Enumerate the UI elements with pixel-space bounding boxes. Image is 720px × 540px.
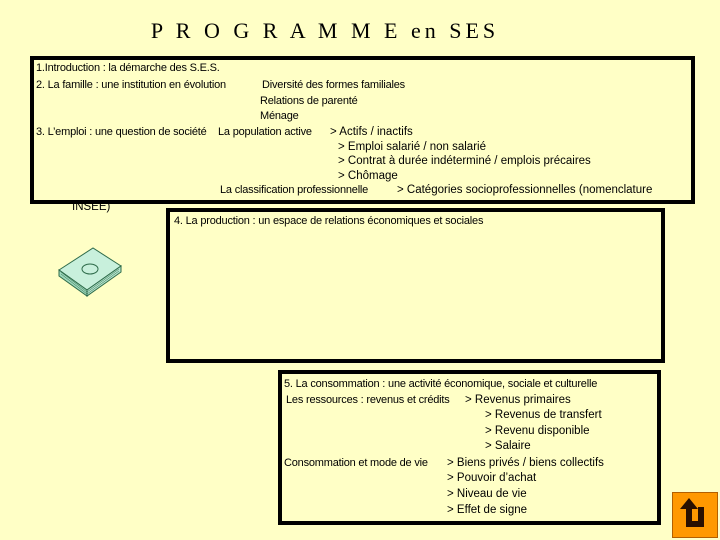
section-1-title: 1.Introduction : la démarche des S.E.S.	[36, 62, 220, 74]
section-2-item: Diversité des formes familiales	[262, 79, 405, 91]
consumption-label: Consommation et mode de vie	[284, 457, 428, 469]
return-arrow-icon	[677, 495, 713, 536]
resources-item: > Revenu disponible	[485, 425, 590, 437]
page-title: P R O G R A M M E en SES	[150, 18, 500, 43]
section-2-title: 2. La famille : une institution en évolu…	[36, 79, 226, 91]
section-2-item: Ménage	[260, 110, 299, 122]
section-3-item: > Chômage	[338, 170, 398, 182]
consumption-item: > Effet de signe	[447, 504, 528, 516]
money-stack-icon	[55, 240, 125, 305]
section-5-title: 5. La consommation : une activité économ…	[284, 378, 598, 390]
resources-item: > Salaire	[485, 440, 531, 452]
section-4-title: 4. La production : un espace de relation…	[174, 215, 484, 227]
section-box-4	[166, 208, 665, 363]
section-3-title: 3. L’emploi : une question de société	[36, 126, 207, 138]
section-2-item: Relations de parenté	[260, 95, 358, 107]
section-3-classification: La classification professionnelle	[220, 184, 369, 196]
resources-label: Les ressources : revenus et crédits	[286, 394, 450, 406]
resources-item: > Revenus de transfert	[485, 409, 602, 421]
section-box-1	[30, 56, 695, 204]
section-box-5	[278, 370, 661, 525]
section-3-item: > Actifs / inactifs	[330, 126, 413, 138]
consumption-item: > Biens privés / biens collectifs	[447, 457, 604, 469]
section-3-item: > Emploi salarié / non salarié	[338, 141, 486, 153]
consumption-item: > Niveau de vie	[447, 488, 527, 500]
section-3-classification-continued: INSEE)	[72, 201, 111, 213]
section-3-item: > Contrat à durée indéterminé / emplois …	[338, 155, 591, 167]
return-button[interactable]	[672, 492, 718, 538]
section-3-subtitle: La population active	[218, 126, 312, 138]
resources-item: > Revenus primaires	[465, 394, 571, 406]
section-3-classification-item: > Catégories socioprofessionnelles (nome…	[397, 184, 653, 196]
consumption-item: > Pouvoir d’achat	[447, 472, 537, 484]
